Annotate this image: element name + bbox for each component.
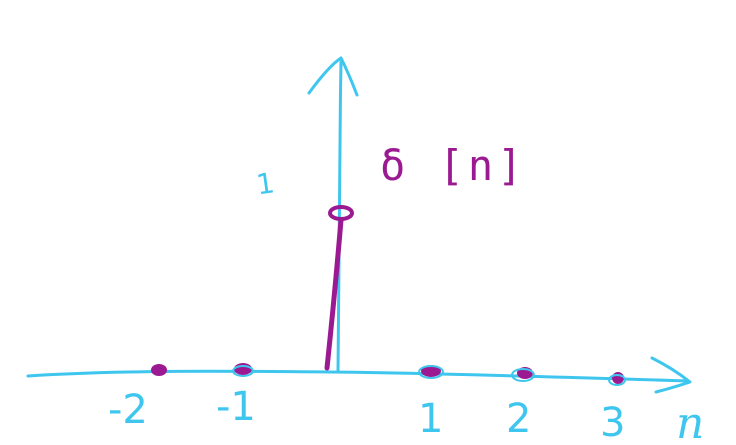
tick-label-n-minus-1: -1 (216, 384, 256, 430)
tick-label-n-3: 3 (600, 400, 625, 445)
sample-dot-n-minus-2 (151, 364, 167, 376)
sample-ring-n-2 (511, 368, 535, 382)
sample-ring-n-1 (418, 365, 444, 379)
tick-label-n-minus-2: -2 (108, 387, 148, 433)
amplitude-axis-arrowhead (307, 56, 359, 97)
sample-dot-n-3 (612, 372, 624, 384)
sample-dot-n-1 (421, 365, 441, 377)
sample-ring-n-3 (608, 374, 626, 386)
zero-samples (151, 363, 626, 386)
tick-label-n-1: 1 (418, 396, 443, 442)
signal-label: δ [n] (380, 141, 526, 190)
n-axis (26, 369, 690, 383)
impulse-stem (324, 217, 344, 371)
n-axis-arrowhead (650, 356, 692, 394)
sample-dot-n-minus-1 (234, 363, 252, 375)
tick-label-n-2: 2 (506, 396, 531, 442)
axis-variable-label: n (676, 398, 704, 445)
sample-ring-n-minus-1 (232, 365, 254, 377)
impulse-head (328, 205, 354, 221)
amplitude-label: 1 (254, 166, 276, 201)
